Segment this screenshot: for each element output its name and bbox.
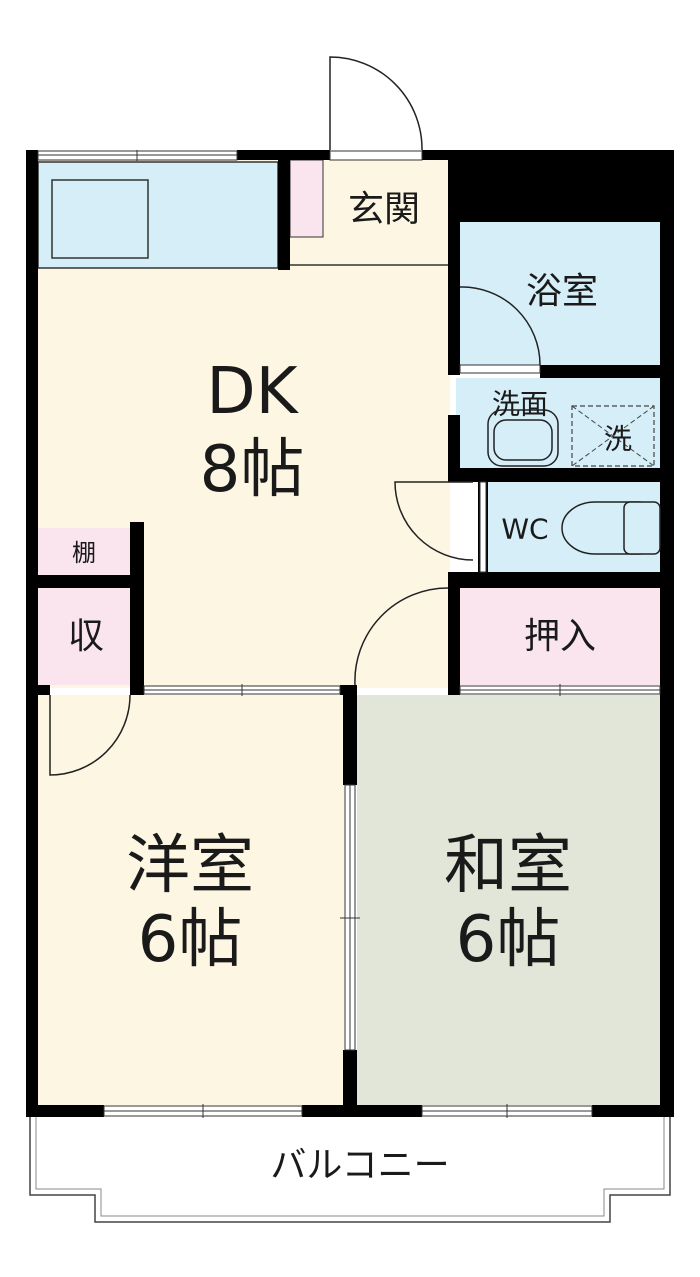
storage-area [38, 588, 130, 685]
dk-door [394, 481, 474, 561]
wc-label: WC [501, 512, 549, 546]
japanese-room-floor [357, 695, 660, 1105]
bath-label: 浴室 [525, 271, 599, 313]
japanese-room-size: 6帖 [455, 902, 561, 977]
washer-space [571, 405, 655, 467]
western-room-name: 洋室 [126, 828, 254, 903]
hall-door [354, 587, 449, 686]
western-room-floor [38, 695, 344, 1105]
storage-label: 収 [67, 616, 105, 658]
western-room-size: 6帖 [137, 902, 243, 977]
dk-size-label: 8帖 [199, 432, 305, 507]
toilet-icon [561, 501, 641, 555]
balcony-outline [29, 1117, 671, 1223]
entrance-label: 玄関 [347, 189, 421, 231]
shelf-label: 棚 [72, 538, 96, 567]
washer-label: 洗 [603, 422, 633, 456]
door-swings [49, 56, 541, 776]
windows [37, 150, 661, 1118]
washroom-label: 洗面 [491, 387, 549, 421]
shoe-cabinet [289, 159, 324, 238]
japanese-room-name: 和室 [444, 828, 572, 903]
closet-label: 押入 [523, 616, 597, 658]
sink-basin [51, 179, 149, 259]
bath-door [459, 286, 541, 366]
balcony-label: バルコニー [270, 1145, 450, 1187]
walls [26, 150, 674, 1117]
closet-area [460, 588, 660, 685]
washbasin-icon [487, 409, 559, 467]
dk-name-label: DK [206, 354, 298, 429]
storage-door [49, 694, 131, 776]
entrance-door [329, 56, 423, 151]
shelf-area [38, 528, 130, 575]
